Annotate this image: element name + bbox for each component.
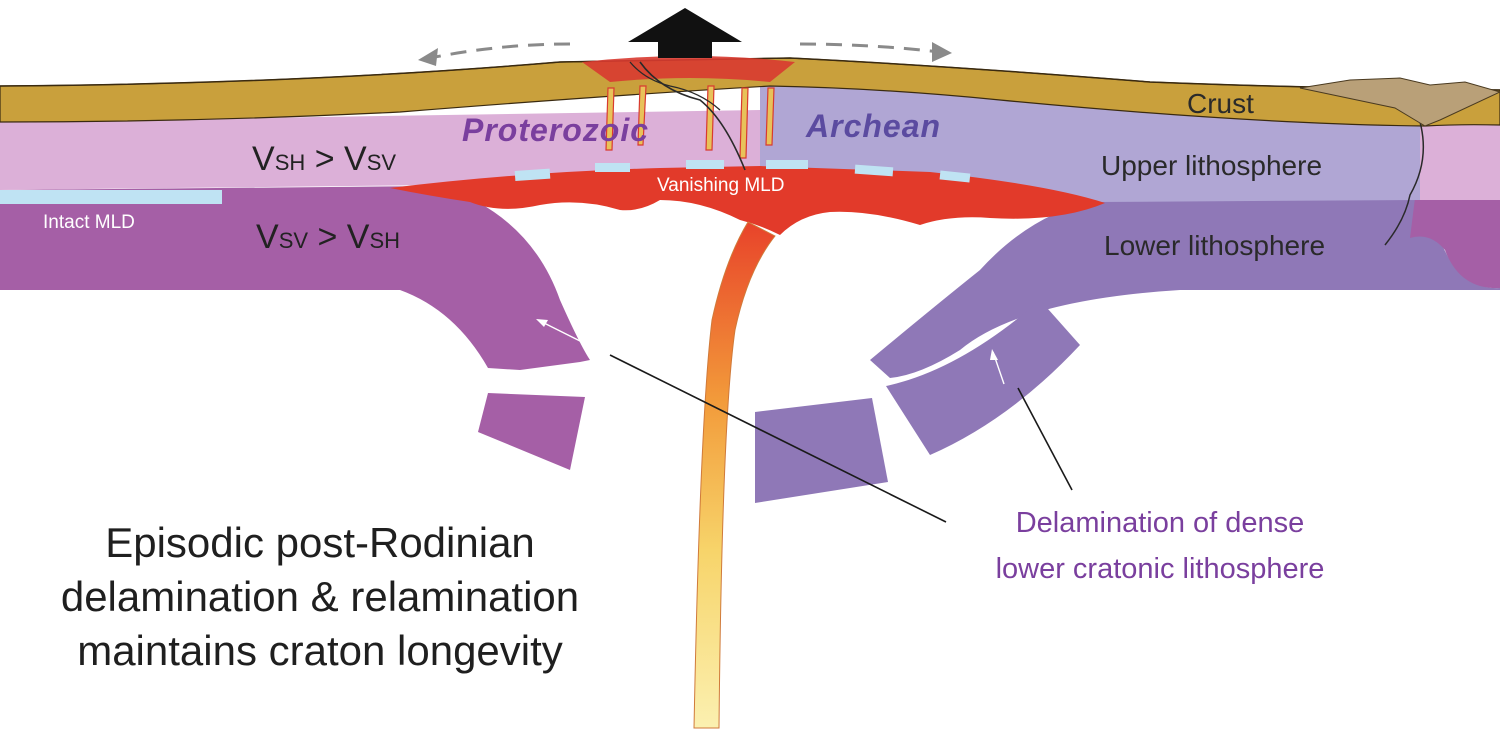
annotation-line-2: lower cratonic lithosphere: [995, 553, 1325, 585]
vanishing-mld-dashes: [514, 160, 971, 183]
caption: Episodic post-Rodinian delamination & re…: [0, 516, 640, 678]
right-suture: [1384, 121, 1425, 246]
label-crust: Crust: [1187, 88, 1254, 119]
lower-lithosphere-right: [870, 200, 1500, 378]
lower-lithosphere-far-right: [1410, 198, 1500, 289]
label-upper-lithosphere: Upper lithosphere: [1101, 150, 1323, 181]
orogen: [1299, 77, 1500, 127]
leader-line-right: [1017, 387, 1073, 491]
label-archean: Archean: [806, 108, 942, 144]
caption-line-2: delamination & relamination: [60, 573, 580, 620]
suture-line: [639, 61, 746, 171]
label-vsh-gt-vsv: VSH > VSV: [252, 140, 397, 178]
label-vanishing-mld: Vanishing MLD: [657, 175, 785, 196]
caption-line-1: Episodic post-Rodinian: [105, 519, 535, 566]
spread-left-arrow-icon: [429, 42, 571, 60]
dikes: [605, 85, 775, 159]
upper-lithosphere-far-right: [1420, 122, 1500, 200]
caption-line-3: maintains craton longevity: [77, 627, 563, 674]
delaminated-block-right-2: [755, 398, 888, 503]
label-intact-mld: Intact MLD: [43, 212, 135, 233]
melt-zone: [390, 166, 1105, 235]
delaminated-block-right-1: [886, 300, 1080, 455]
lower-lithosphere-left: [0, 186, 590, 370]
upper-lithosphere-proterozoic: [0, 110, 760, 190]
intact-mld-bar: [0, 190, 222, 204]
annotation-line-1: Delamination of dense: [1015, 507, 1305, 539]
uplift-arrow-icon: [628, 8, 742, 58]
delaminated-block-left: [478, 393, 585, 470]
rift-zone: [582, 56, 795, 82]
delamination-annotation: Delamination of dense lower cratonic lit…: [940, 500, 1380, 592]
label-lower-lithosphere: Lower lithosphere: [1104, 230, 1326, 261]
label-vsv-gt-vsh: VSV > VSH: [256, 218, 401, 256]
label-proterozoic: Proterozoic: [462, 112, 650, 148]
leader-line-left: [609, 354, 947, 523]
mantle-plume: [693, 221, 776, 729]
spread-right-arrow-icon: [799, 42, 941, 54]
